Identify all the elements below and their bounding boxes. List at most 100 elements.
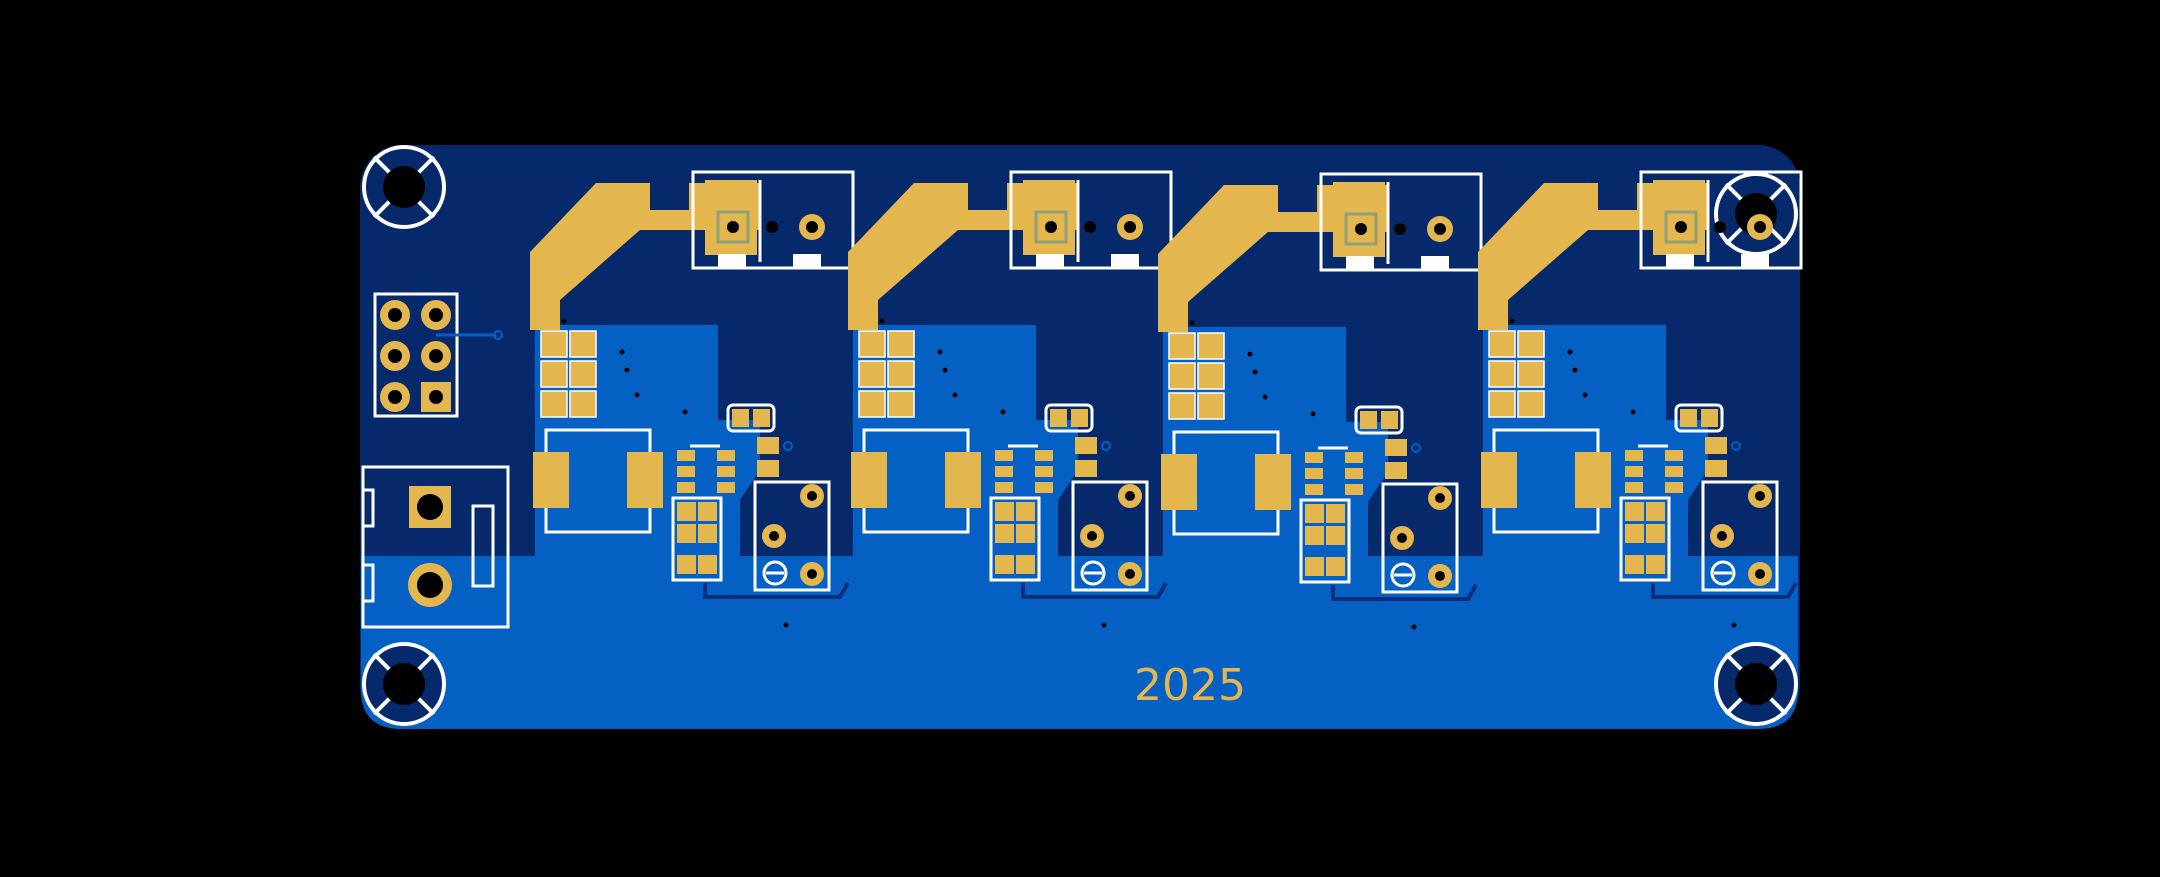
- output-connector-outline: [1319, 172, 1483, 272]
- regulator-ic-pad: [717, 482, 735, 493]
- regulator-ic-pad: [677, 482, 695, 493]
- stitching-via: [879, 318, 885, 324]
- stitching-via: [1310, 411, 1316, 417]
- mounting-hole-spoke: [1724, 652, 1746, 674]
- mounting-hole-spoke: [414, 652, 436, 674]
- trimmer-adjust-ring: [1080, 560, 1106, 586]
- trimmer-pin-drill: [1125, 569, 1135, 579]
- output-pin-drill: [1754, 221, 1766, 233]
- output-connector-tab: [793, 254, 821, 268]
- stitching-via: [624, 367, 630, 373]
- stitching-via: [937, 349, 943, 355]
- input-cap-pad: [540, 360, 568, 388]
- output-pin-drill: [1714, 221, 1726, 233]
- regulator-channel: [1478, 170, 1803, 628]
- input-cap-pad: [1488, 360, 1516, 388]
- regulator-ic-pad: [1625, 482, 1643, 493]
- feedback-res-pad: [1385, 462, 1407, 479]
- header-pin-drill: [429, 390, 443, 404]
- mounting-hole-spoke: [1724, 182, 1746, 204]
- mounting-hole: [362, 145, 446, 229]
- trimmer-pin-drill: [1435, 571, 1445, 581]
- output-cap-pad: [698, 555, 717, 574]
- trimmer-adjust-ring: [1710, 560, 1736, 586]
- channel-output-trace: [1158, 185, 1388, 332]
- trimmer-adjust-ring: [1390, 562, 1416, 588]
- stitching-via: [1262, 394, 1268, 400]
- trimmer-pin-drill: [1435, 493, 1445, 503]
- output-connector-outline: [1639, 170, 1803, 270]
- regulator-channel: [1158, 172, 1483, 630]
- regulator-ic-pad: [677, 466, 695, 477]
- small-cap-pad: [1050, 409, 1067, 427]
- mounting-hole-spoke: [372, 652, 394, 674]
- stitching-via: [1731, 622, 1737, 628]
- output-cap-pad: [1016, 555, 1035, 574]
- feedback-res-pad: [1705, 437, 1727, 454]
- input-cap-pad: [1197, 332, 1225, 360]
- power-connector-notch: [361, 488, 375, 528]
- stitching-via: [1189, 320, 1195, 326]
- stitching-via: [1582, 392, 1588, 398]
- input-cap-pad: [1197, 362, 1225, 390]
- stitching-via: [942, 367, 948, 373]
- stitching-via: [634, 392, 640, 398]
- regulator-ic-pad: [1665, 450, 1683, 461]
- feedback-res-pad: [757, 460, 779, 477]
- output-cap-pad: [1016, 524, 1035, 543]
- mounting-hole-drill: [383, 166, 425, 208]
- trimmer-pin-drill: [1087, 531, 1097, 541]
- stitching-via: [619, 349, 625, 355]
- small-cap-outline: [1674, 403, 1724, 433]
- input-cap-pad: [887, 390, 915, 418]
- mounting-holes: [362, 145, 1798, 726]
- output-cap-pad: [1326, 526, 1345, 545]
- trimmer-trace: [1651, 582, 1798, 599]
- output-cap-pad: [677, 502, 696, 521]
- output-connector-tab: [1111, 254, 1139, 268]
- regulator-ic-pad: [717, 450, 735, 461]
- stitching-via: [1630, 409, 1636, 415]
- input-cap-pad: [1517, 360, 1545, 388]
- signal-via: [783, 441, 793, 451]
- trimmer-outline: [1071, 480, 1149, 592]
- output-cap-outline: [671, 496, 723, 582]
- header-pin-drill: [429, 308, 443, 322]
- mounting-hole: [362, 642, 446, 726]
- feedback-res-pad: [1385, 439, 1407, 456]
- output-cap-pad: [995, 502, 1014, 521]
- mounting-hole: [1714, 642, 1798, 726]
- signal-via: [1411, 443, 1421, 453]
- input-cap-pad: [1197, 392, 1225, 420]
- regulator-ic-pad: [1305, 452, 1323, 463]
- regulator-ic-pad: [1305, 484, 1323, 495]
- regulator-ic-pad: [717, 466, 735, 477]
- regulator-channels: [530, 170, 1803, 630]
- output-cap-outline: [989, 496, 1041, 582]
- output-connector-tab: [1421, 256, 1449, 270]
- output-connector-outline: [691, 170, 855, 270]
- feedback-res-pad: [1075, 460, 1097, 477]
- mounting-hole-drill: [1735, 663, 1777, 705]
- small-cap-pad: [753, 409, 770, 427]
- small-cap-pad: [1680, 409, 1697, 427]
- stitching-via: [1411, 624, 1417, 630]
- output-cap-outline: [1619, 496, 1671, 582]
- output-pin-drill: [727, 221, 739, 233]
- output-connector-tab: [1666, 254, 1694, 268]
- output-cap-pad: [677, 555, 696, 574]
- input-cap-pad: [1168, 362, 1196, 390]
- inductor-pad: [1481, 452, 1517, 508]
- input-cap-pad: [569, 330, 597, 358]
- trimmer-trace: [1021, 582, 1168, 599]
- copper-pour-bottom: [361, 556, 1798, 729]
- power-pad-drill: [417, 494, 443, 520]
- trimmer-pin-drill: [1717, 531, 1727, 541]
- stitching-via: [1247, 351, 1253, 357]
- signal-via: [1101, 441, 1111, 451]
- output-connector-tab: [1346, 256, 1374, 270]
- input-cap-pad: [1517, 390, 1545, 418]
- mounting-hole-spoke: [1724, 224, 1746, 246]
- mounting-hole-spoke: [372, 155, 394, 177]
